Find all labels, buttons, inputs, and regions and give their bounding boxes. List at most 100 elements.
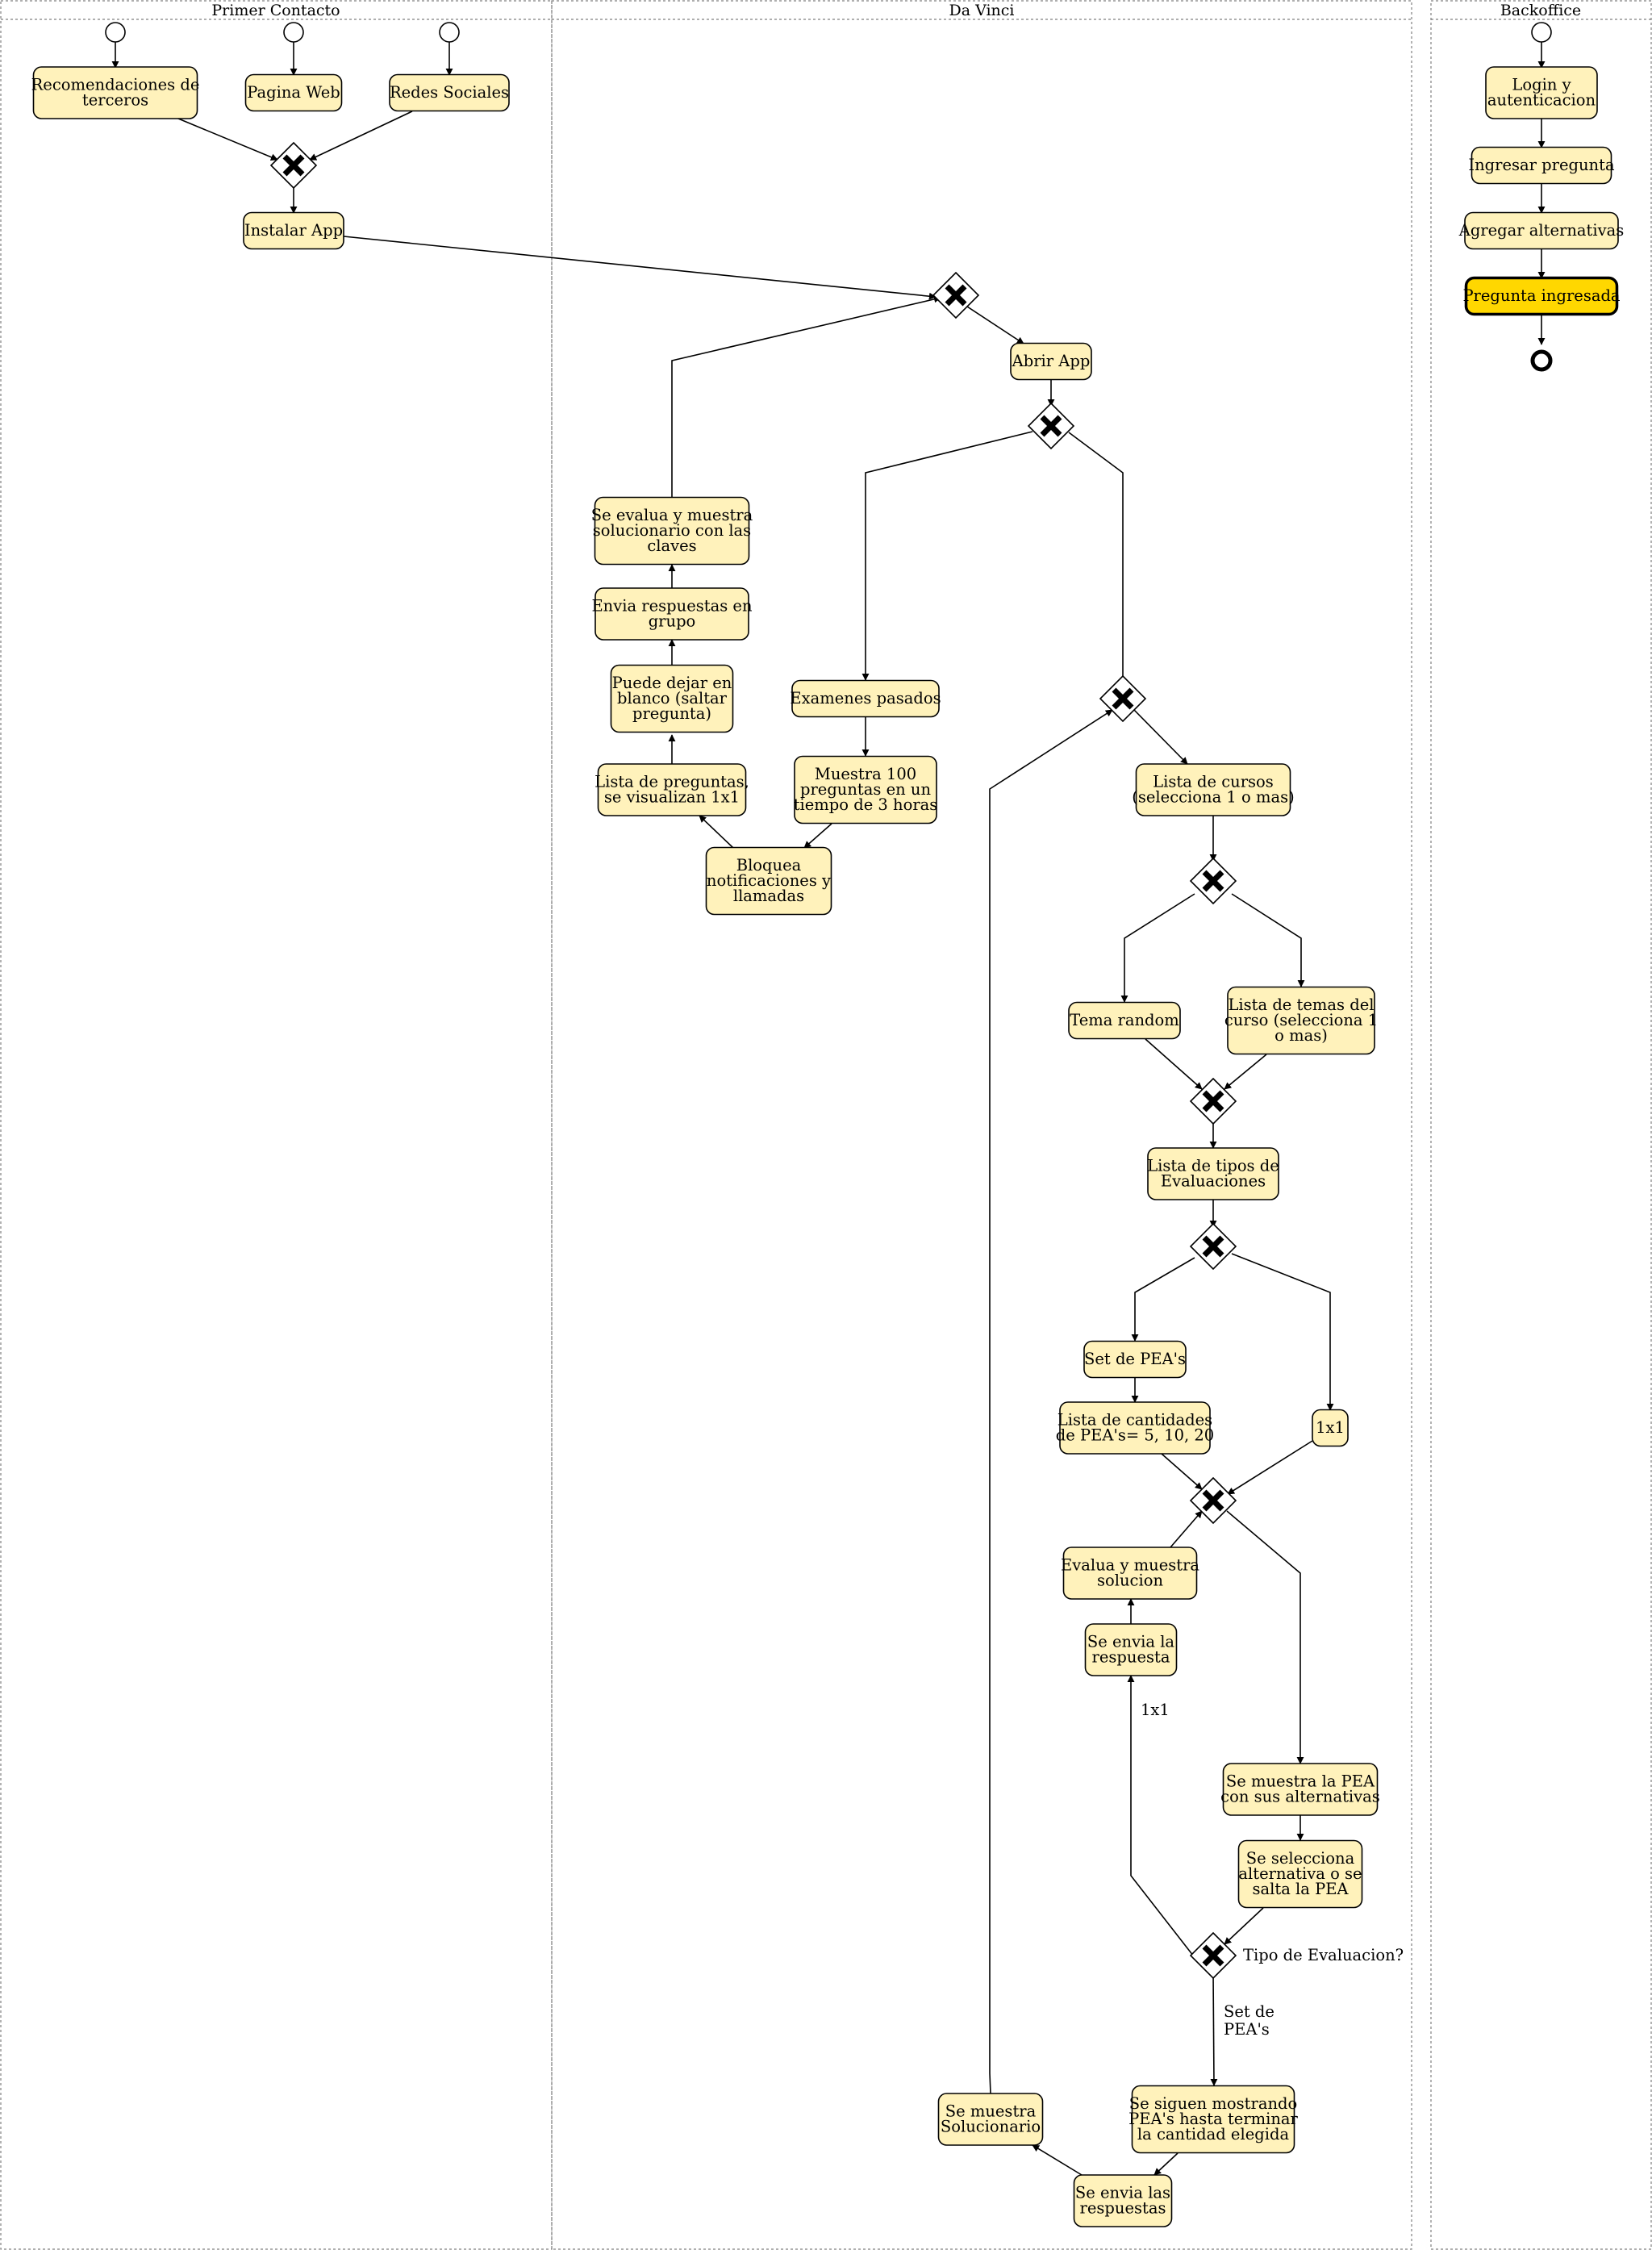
task-set-peas: Set de PEA's (1083, 1340, 1187, 1379)
task-label-line: preguntas en un (800, 780, 931, 799)
exclusive-x-icon (1202, 870, 1224, 892)
task-label-line: blanco (saltar (617, 689, 728, 708)
task-box (32, 66, 198, 119)
gateway-tipo-evaluacion (1189, 1931, 1237, 1980)
task-label-line: Agregar alternativas (1458, 221, 1625, 240)
exclusive-x-icon (282, 154, 305, 177)
task-box (243, 211, 344, 250)
task-label-line: Se envia la (1087, 1633, 1175, 1651)
task-label-line: curso (selecciona 1 (1224, 1011, 1378, 1029)
task-box (791, 679, 940, 718)
sequence-flow (1153, 2152, 1179, 2176)
sequence-flow (1133, 709, 1188, 765)
task-redes-sociales: Redes Sociales (389, 73, 510, 112)
gateway-app-menu (1027, 402, 1075, 450)
task-lista-preguntas: Lista de preguntas,se visualizan 1x1 (594, 763, 749, 816)
gateway-label-tipo-evaluacion: Tipo de Evaluacion? (1243, 1946, 1404, 1964)
task-label-line: Instalar App (244, 221, 343, 240)
task-label-line: respuesta (1092, 1648, 1170, 1667)
task-label-line: Envia respuestas en (591, 597, 753, 616)
task-label-line: Se muestra la PEA (1226, 1772, 1375, 1791)
task-label-line: notificaciones y (707, 871, 831, 890)
gateway-eval-type (1189, 1222, 1237, 1271)
gateway-source-merge (269, 141, 318, 190)
sequence-flow (1224, 1054, 1267, 1090)
sequence-flow (1120, 893, 1195, 1003)
task-label: Instalar App (244, 221, 343, 240)
task-label-line: respuestas (1080, 2199, 1166, 2218)
sequence-flow (1068, 432, 1124, 703)
exclusive-x-icon (1202, 1489, 1224, 1512)
task-one-by-one: 1x1 (1312, 1409, 1349, 1447)
task-label-line: salta la PEA (1252, 1880, 1349, 1898)
gateway-app-entry (932, 271, 980, 319)
task-box (1237, 1839, 1363, 1909)
task-box (937, 2093, 1044, 2146)
task-box (1059, 1401, 1211, 1455)
task-label-line: terceros (82, 91, 148, 110)
task-label-line: Lista de temas del (1228, 996, 1374, 1014)
task-box (1073, 2174, 1173, 2227)
sequence-flow (1131, 1257, 1195, 1342)
end-event-pregunta-ingresada (1530, 349, 1553, 372)
events (105, 22, 1553, 372)
task-label-line: solucionario con las (593, 521, 751, 540)
exclusive-x-icon (1202, 1944, 1224, 1967)
sequence-flow (343, 236, 937, 300)
task-label: Tema random (1070, 1011, 1179, 1029)
task-label: Redes Sociales (390, 83, 509, 102)
task-label: Ingresar pregunta (1468, 156, 1615, 174)
sequence-flow (1127, 1675, 1203, 1968)
exclusive-x-icon (1112, 687, 1134, 710)
task-box (594, 587, 749, 641)
task-label-line: grupo (649, 612, 696, 631)
task-label-line: llamadas (733, 887, 804, 905)
task-label: Pregunta ingresada (1462, 286, 1620, 305)
task-label: 1x1 (1316, 1418, 1345, 1437)
task-box (1131, 2085, 1295, 2154)
lane-da-vinci (551, 0, 1412, 2250)
task-label-line: (selecciona 1 o mas) (1132, 788, 1294, 807)
gateways (269, 141, 1237, 1980)
task-box (1062, 1547, 1198, 1600)
exclusive-x-icon (1202, 1235, 1224, 1258)
task-box (1068, 1001, 1181, 1040)
task-label-line: Tema random (1070, 1011, 1179, 1029)
sequence-flow (309, 111, 413, 161)
task-label-line: Solucionario (941, 2118, 1041, 2136)
lane-primer-contacto (0, 0, 553, 2250)
task-label-line: Evaluaciones (1161, 1172, 1266, 1191)
task-label: Examenes pasados (790, 689, 941, 708)
task-box (705, 846, 832, 916)
task-label: Lista de cursos(selecciona 1 o mas) (1132, 773, 1294, 807)
sequence-flow (1226, 1510, 1304, 1764)
sequence-flow (1227, 1440, 1313, 1495)
gateway-topic-choice (1189, 857, 1237, 905)
task-abrir-app: Abrir App (1010, 342, 1092, 381)
task-label-line: Se evalua y muestra (591, 506, 753, 524)
flow-label-line: PEA's (1224, 2020, 1270, 2039)
exclusive-x-icon (1040, 415, 1062, 437)
sequence-flow (966, 306, 1024, 344)
task-label: Agregar alternativas (1458, 221, 1625, 240)
